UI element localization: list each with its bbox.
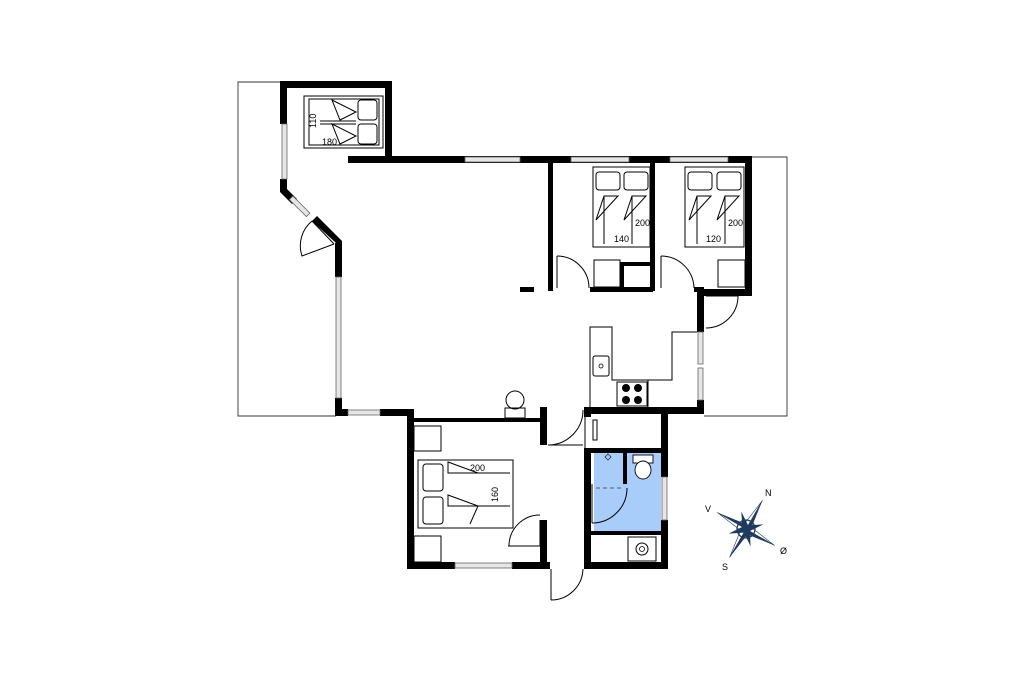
compass-south-label: S: [722, 562, 728, 572]
terrace-right: [704, 156, 788, 417]
compass-north-label: N: [765, 488, 772, 498]
toilet-icon: [632, 454, 654, 480]
bed-icon: 200 120: [684, 166, 746, 288]
bed-icon: 200 140: [592, 166, 651, 288]
bed-length-label: 180: [322, 137, 337, 147]
compass-rose-icon: [717, 500, 775, 558]
bed-icon: 110 180: [303, 95, 384, 149]
bed-icon: 200 160: [413, 425, 514, 563]
bed-width-label: 110: [308, 114, 318, 128]
walls: [280, 81, 752, 569]
bed-width-label: 120: [706, 234, 721, 244]
hallway-fixture: [592, 419, 598, 441]
sink-icon: [592, 355, 610, 377]
washing-machine-icon: [627, 536, 657, 562]
bed-length-label: 200: [470, 463, 485, 473]
wood-stove-icon: [504, 390, 526, 419]
stove-icon: [616, 381, 648, 407]
bed-width-label: 140: [614, 234, 629, 244]
compass-east-label: Ø: [780, 546, 787, 556]
doors: [299, 220, 739, 601]
compass-west-label: V: [705, 504, 711, 514]
bed-length-label: 200: [635, 218, 650, 228]
kitchen: [589, 326, 697, 407]
windows: [281, 123, 729, 569]
bathroom-floor: [594, 452, 661, 534]
bed-width-label: 160: [490, 487, 500, 502]
terrace-left: [237, 81, 336, 417]
shower-icon: [596, 453, 622, 489]
bed-length-label: 200: [728, 218, 743, 228]
